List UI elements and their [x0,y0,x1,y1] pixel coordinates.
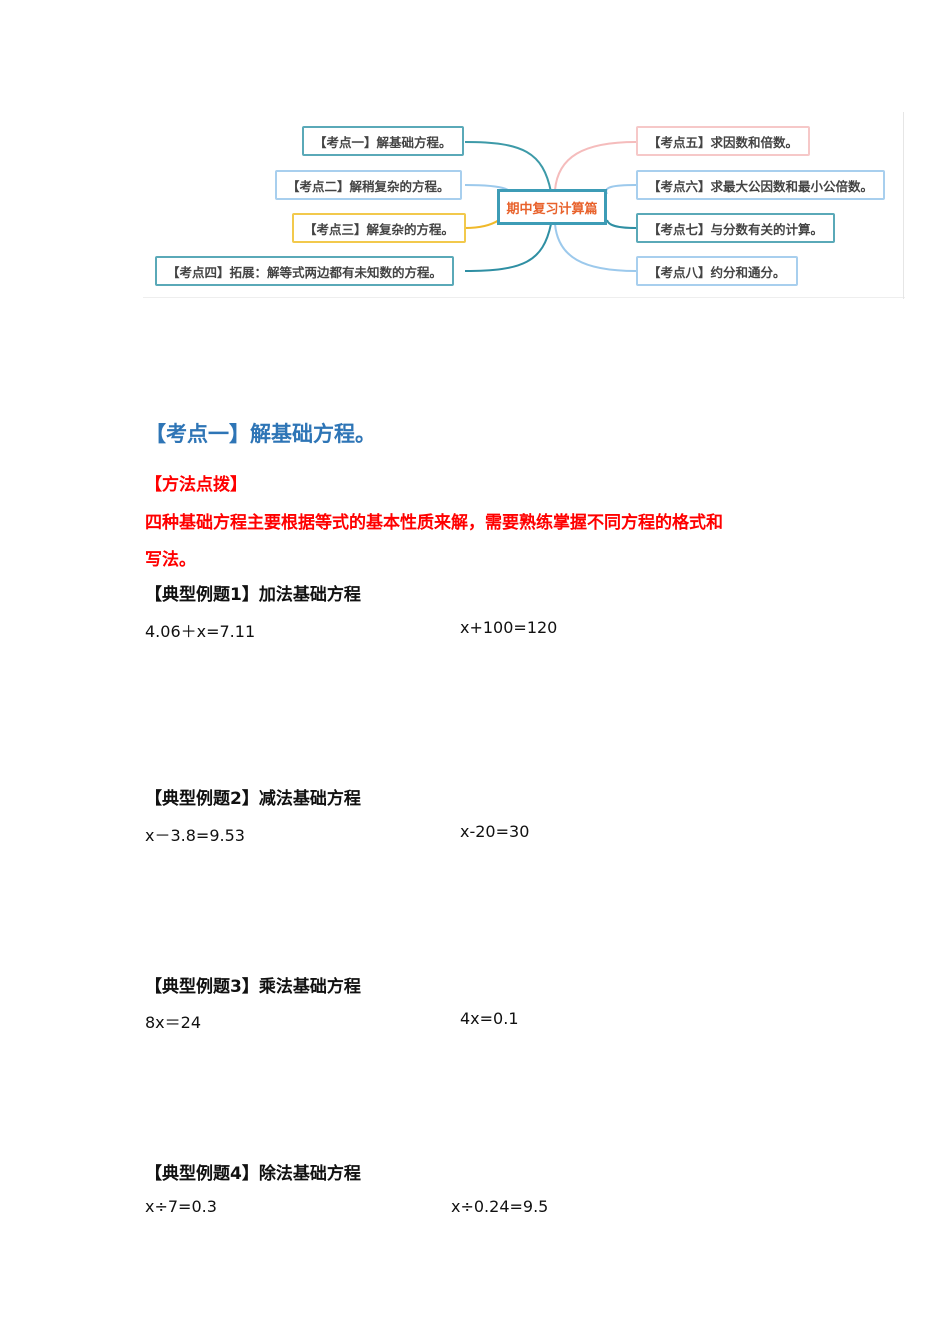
node-label: 【考点七】与分数有关的计算。 [648,221,824,237]
connector-7 [606,219,637,229]
mindmap-node-1: 【考点一】解基础方程。 [302,126,464,156]
connector-3 [464,219,500,229]
equation: 4.06＋x=7.11 [145,622,256,641]
node-label: 【考点六】求最大公因数和最小公倍数。 [648,178,874,194]
equation: 8x＝24 [145,1013,202,1032]
mindmap-center-node: 期中复习计算篇 [497,189,607,225]
method-heading: 【方法点拨】 [145,475,247,495]
mindmap-node-2: 【考点二】解稍复杂的方程。 [275,170,462,200]
mindmap-node-8: 【考点八】约分和通分。 [636,256,798,286]
method-text-line: 写法。 [145,550,196,570]
equation: x+100=120 [460,618,558,637]
node-label: 【考点八】约分和通分。 [648,264,786,280]
connector-4 [464,223,552,272]
example-title: 【典型例题3】乘法基础方程 [145,977,361,997]
method-text-line: 四种基础方程主要根据等式的基本性质来解，需要熟练掌握不同方程的格式和 [145,513,723,533]
node-label: 【考点三】解复杂的方程。 [304,221,455,237]
connector-6 [605,184,637,195]
example-title: 【典型例题2】减法基础方程 [145,789,361,809]
mindmap-node-6: 【考点六】求最大公因数和最小公倍数。 [636,170,886,200]
mindmap-node-3: 【考点三】解复杂的方程。 [292,213,467,243]
section-title: 【考点一】解基础方程。 [145,422,376,446]
connector-1 [464,141,552,193]
mindmap-frame-divider [903,112,904,299]
node-label: 【考点四】拓展：解等式两边都有未知数的方程。 [167,264,443,280]
example-title: 【典型例题1】加法基础方程 [145,585,361,605]
mindmap-connectors [464,141,637,272]
node-label: 【考点五】求因数和倍数。 [648,134,799,150]
connector-8 [554,223,637,272]
method-text: 四种基础方程主要根据等式的基本性质来解，需要熟练掌握不同方程的格式和 写法。 [145,505,825,579]
connector-5 [554,141,637,191]
equation: x÷0.24=9.5 [451,1197,549,1216]
mindmap-frame-divider [143,297,905,298]
mindmap-node-4: 【考点四】拓展：解等式两边都有未知数的方程。 [155,256,455,286]
mindmap: 【考点一】解基础方程。 【考点二】解稍复杂的方程。 【考点三】解复杂的方程。 【… [143,112,905,299]
equation: x－3.8=9.53 [145,826,245,845]
node-label: 【考点二】解稍复杂的方程。 [287,178,450,194]
center-label: 期中复习计算篇 [506,201,598,217]
node-label: 【考点一】解基础方程。 [314,134,452,150]
mindmap-node-5: 【考点五】求因数和倍数。 [636,126,811,156]
mindmap-node-7: 【考点七】与分数有关的计算。 [636,213,836,243]
equation: x-20=30 [460,822,530,841]
equation: x÷7=0.3 [145,1197,217,1216]
equation: 4x=0.1 [460,1009,519,1028]
example-title: 【典型例题4】除法基础方程 [145,1164,361,1184]
